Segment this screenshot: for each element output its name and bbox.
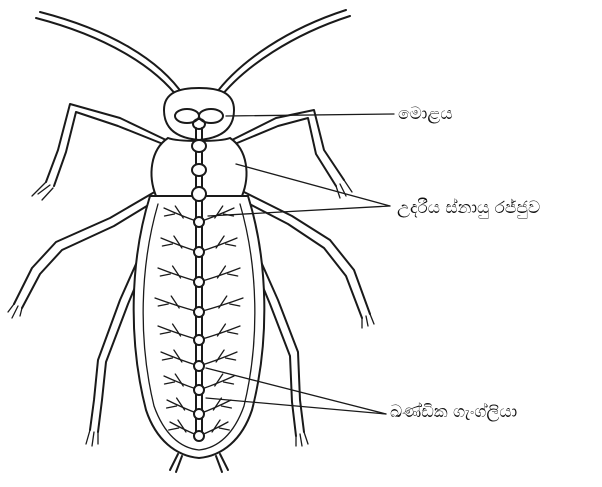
ganglion: [194, 217, 204, 227]
left-front-leg: [32, 104, 168, 200]
right-antenna: [214, 10, 350, 100]
ganglion: [194, 307, 204, 317]
label-segmental-ganglia: ඛණ්ඩික ගැංග්ලියා: [390, 404, 517, 421]
ganglion: [194, 385, 204, 395]
right-front-leg: [230, 110, 352, 198]
label-ventral-nerve-cord: උදරීය ස්නායු රජ්ජුව: [397, 200, 540, 217]
left-antenna: [36, 12, 184, 100]
thoracic-ganglia: [192, 140, 206, 201]
ganglion: [194, 277, 204, 287]
ganglion: [194, 335, 204, 345]
ganglion: [194, 361, 204, 371]
ganglion: [194, 409, 204, 419]
ganglion: [194, 431, 204, 441]
label-brain: මොළය: [398, 106, 453, 123]
ganglion: [194, 247, 204, 257]
